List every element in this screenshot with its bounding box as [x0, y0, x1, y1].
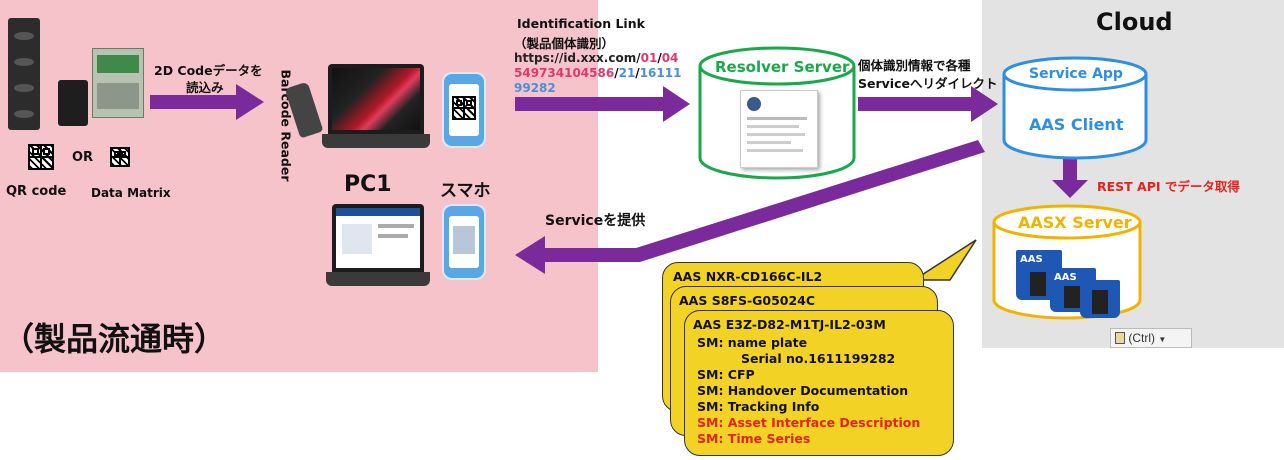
- url-prefix: https://id.xxx.com/: [514, 51, 641, 65]
- url-seg-serial2: 99282: [514, 81, 556, 95]
- arrow-resolver-to-service: [858, 86, 998, 122]
- note-item-serial-no: Serial no.1611199282: [741, 351, 896, 366]
- qr-code-icon: [28, 144, 54, 170]
- cloud-title: Cloud: [1096, 8, 1173, 36]
- power-supply-image: [92, 48, 144, 118]
- sensor-device-image: [58, 80, 88, 126]
- identification-link-subtitle: （製品個体識別）: [514, 36, 615, 51]
- data-matrix-label: Data Matrix: [91, 186, 171, 200]
- phase-label: （製品流通時）: [2, 320, 227, 358]
- identification-link-url: https://id.xxx.com/01/04 549734104586/21…: [514, 51, 694, 96]
- smartphone-image: [442, 72, 486, 148]
- note-item-time-series: SM: Time Series: [697, 431, 811, 446]
- aasx-server-label: AASX Server: [1018, 213, 1132, 232]
- data-matrix-icon: [110, 147, 130, 167]
- resolver-web-page-image: [740, 90, 818, 168]
- paste-options-button[interactable]: (Ctrl) ▼: [1110, 328, 1192, 348]
- note-item-name-plate: SM: name plate: [697, 335, 808, 350]
- url-seg-gtin: 549734104586: [514, 66, 615, 80]
- service-app-label: Service App: [1029, 66, 1123, 82]
- note-callout-tail: [911, 239, 977, 281]
- service-phone-image: [442, 204, 486, 280]
- qr-code-label: QR code: [6, 184, 67, 199]
- note-title: AAS S8FS-G05024C: [679, 293, 816, 308]
- arrow-service-to-user: [515, 140, 985, 274]
- arrow-pc-to-resolver: [515, 86, 690, 122]
- url-slash: /: [657, 51, 662, 65]
- clipboard-icon: [1115, 332, 1125, 344]
- url-seg-21: 21: [618, 66, 636, 80]
- pc1-label: PC1: [344, 172, 392, 197]
- url-seg-serial1: 16111: [639, 66, 682, 80]
- aas-client-label: AAS Client: [1029, 115, 1124, 134]
- note-item-asset-interface: SM: Asset Interface Description: [697, 415, 921, 430]
- note-item-handover: SM: Handover Documentation: [697, 383, 909, 398]
- controller-device-image: [8, 18, 40, 130]
- url-seg-04: 04: [661, 51, 679, 65]
- aas-badge: AAS: [1020, 254, 1043, 265]
- or-label: OR: [72, 150, 94, 165]
- arrow-reader-to-pc: [150, 84, 264, 120]
- redirect-label-line2: Serviceへリダイレクト: [858, 76, 998, 91]
- service-app-cylinder: [1002, 56, 1148, 160]
- service-provided-label: Serviceを提供: [545, 213, 646, 229]
- note-title: AAS NXR-CD166C-IL2: [673, 269, 823, 284]
- url-slash: /: [614, 66, 619, 80]
- redirect-label-line1: 個体識別情報で各種: [858, 58, 971, 73]
- url-seg-01: 01: [640, 51, 658, 65]
- smartphone-label: スマホ: [440, 181, 491, 201]
- barcode-reader-label: Barcode Reader: [278, 69, 294, 182]
- code-reading-label-line2: 読込み: [186, 80, 224, 95]
- paste-options-label: (Ctrl): [1128, 331, 1155, 345]
- aas-badge: AAS: [1054, 272, 1077, 283]
- code-reading-label-line1: 2D Codeデータを: [154, 63, 263, 78]
- pc1-laptop-image: [322, 64, 430, 150]
- note-item-tracking: SM: Tracking Info: [697, 399, 820, 414]
- note-aas-e3z: AAS E3Z-D82-M1TJ-IL2-03M SM: name plate …: [684, 310, 954, 456]
- dropdown-arrow-icon: ▼: [1158, 335, 1167, 344]
- identification-link-title: Identification Link: [517, 16, 645, 31]
- rest-api-label: REST API でデータ取得: [1097, 179, 1240, 194]
- note-item-cfp: SM: CFP: [697, 367, 755, 382]
- url-slash: /: [635, 66, 640, 80]
- note-title: AAS E3Z-D82-M1TJ-IL2-03M: [693, 317, 886, 332]
- service-laptop-image: [326, 204, 430, 290]
- aas-document-icon: [1080, 280, 1120, 318]
- resolver-server-label: Resolver Server: [715, 58, 850, 76]
